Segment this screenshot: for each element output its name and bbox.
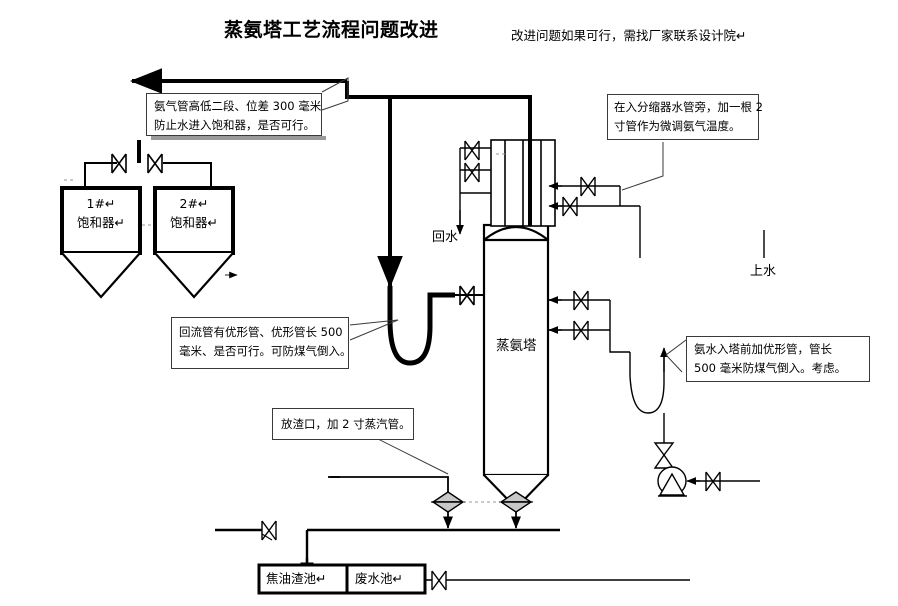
tar-slag-basin-label: 焦油渣池↵ bbox=[266, 571, 327, 586]
note-ammonia-pipe-line1: 氨气管高低二段、位差 300 毫米 bbox=[154, 99, 322, 113]
waste-water-basin-label: 废水池↵ bbox=[355, 571, 403, 586]
waste-water-basin bbox=[345, 563, 427, 595]
note-ammonia-water-inlet-line1: 氨水入塔前加优形管，管长 bbox=[694, 342, 832, 356]
ammonia-gas-to-tower-top bbox=[390, 95, 532, 136]
note-reflux-utrap: 回流管有优形管、优形管长 500 毫米、是否可行。可防煤气倒入。 bbox=[171, 317, 352, 369]
note-slag-outlet: 放渣口，加 2 寸蒸汽管。 bbox=[272, 408, 414, 440]
ammonia-water-step bbox=[609, 330, 630, 353]
note-reflux-utrap-line1: 回流管有优形管、优形管长 500 bbox=[179, 325, 343, 339]
valve-bottom-header-left[interactable] bbox=[261, 520, 277, 541]
valve-slag-outlet[interactable] bbox=[430, 491, 466, 513]
note-slag-outlet-line1: 放渣口，加 2 寸蒸汽管。 bbox=[281, 417, 411, 431]
saturator-1-tag: 1#↵ bbox=[86, 196, 116, 211]
ammonia-still-tower bbox=[482, 223, 550, 510]
u-trap-reflux-pipe bbox=[387, 286, 455, 366]
valve-ammonia-water-lower[interactable] bbox=[573, 320, 589, 341]
valve-waste-basin-outlet[interactable] bbox=[431, 570, 447, 591]
note-reflux-utrap-line2: 毫米、是否可行。可防煤气倒入。 bbox=[179, 344, 352, 358]
ammonia-gas-step-down bbox=[345, 81, 390, 99]
valve-pump-suction[interactable] bbox=[705, 471, 721, 492]
saturator-2-vessel bbox=[153, 186, 235, 299]
note-ammonia-water-inlet: 氨水入塔前加优形管，管长 500 毫米防煤气倒入。考虑。 bbox=[686, 336, 870, 382]
valve-saturator-2[interactable] bbox=[147, 153, 163, 174]
note-ammonia-pipe: 氨气管高低二段、位差 300 毫米 防止水进入饱和器，是否可行。 bbox=[146, 93, 322, 136]
dephlegmator-left-nozzles bbox=[459, 140, 491, 194]
saturator-1-riser bbox=[84, 162, 117, 188]
pump-icon bbox=[657, 466, 687, 497]
saturator-1-label: 饱和器↵ bbox=[77, 215, 125, 230]
tar-slag-basin bbox=[257, 563, 349, 595]
saturator-2-label: 饱和器↵ bbox=[170, 215, 218, 230]
supply-water-label: 上水 bbox=[750, 264, 777, 279]
note-ammonia-pipe-line2: 防止水进入饱和器，是否可行。 bbox=[154, 118, 315, 132]
leader-note-condenser-water bbox=[621, 142, 664, 191]
leader-note-ammonia-water-inlet bbox=[665, 339, 687, 373]
steam-line-to-slag-outlet bbox=[330, 476, 449, 492]
note-ammonia-pipe-shadow bbox=[151, 136, 326, 140]
valve-stem-mark bbox=[261, 533, 273, 541]
note-condenser-water-line2: 寸管作为微调氨气温度。 bbox=[614, 119, 741, 133]
dephlegmator-unit bbox=[490, 136, 556, 227]
valve-tower-bottom[interactable] bbox=[498, 491, 534, 513]
valve-saturator-1[interactable] bbox=[111, 153, 127, 174]
valve-cooling-water-lower[interactable] bbox=[562, 196, 578, 217]
valve-ammonia-water-upper[interactable] bbox=[573, 290, 589, 311]
u-trap-ammonia-water bbox=[629, 352, 665, 414]
leader-note-reflux-utrap bbox=[349, 319, 399, 341]
valve-cooling-water-upper[interactable] bbox=[580, 176, 596, 197]
page-subtitle: 改进问题如果可行，需找厂家联系设计院↵ bbox=[511, 28, 747, 43]
saturator-1-vessel bbox=[60, 186, 142, 299]
return-water-label: 回水 bbox=[432, 230, 459, 245]
valve-pump-discharge[interactable] bbox=[653, 442, 675, 469]
note-condenser-water-line1: 在入分缩器水管旁，加一根 2 bbox=[614, 100, 763, 114]
ammonia-still-tower-label: 蒸氨塔 bbox=[496, 338, 537, 354]
valve-reflux-inlet[interactable] bbox=[459, 285, 475, 306]
saturator-2-tag: 2#↵ bbox=[179, 196, 209, 211]
page-title: 蒸氨塔工艺流程问题改进 bbox=[224, 19, 439, 41]
leader-note-ammonia-pipe bbox=[321, 77, 349, 111]
saturator-2-riser bbox=[163, 162, 212, 188]
note-condenser-water: 在入分缩器水管旁，加一根 2 寸管作为微调氨气温度。 bbox=[607, 94, 763, 140]
note-ammonia-water-inlet-line2: 500 毫米防煤气倒入。考虑。 bbox=[694, 361, 847, 375]
